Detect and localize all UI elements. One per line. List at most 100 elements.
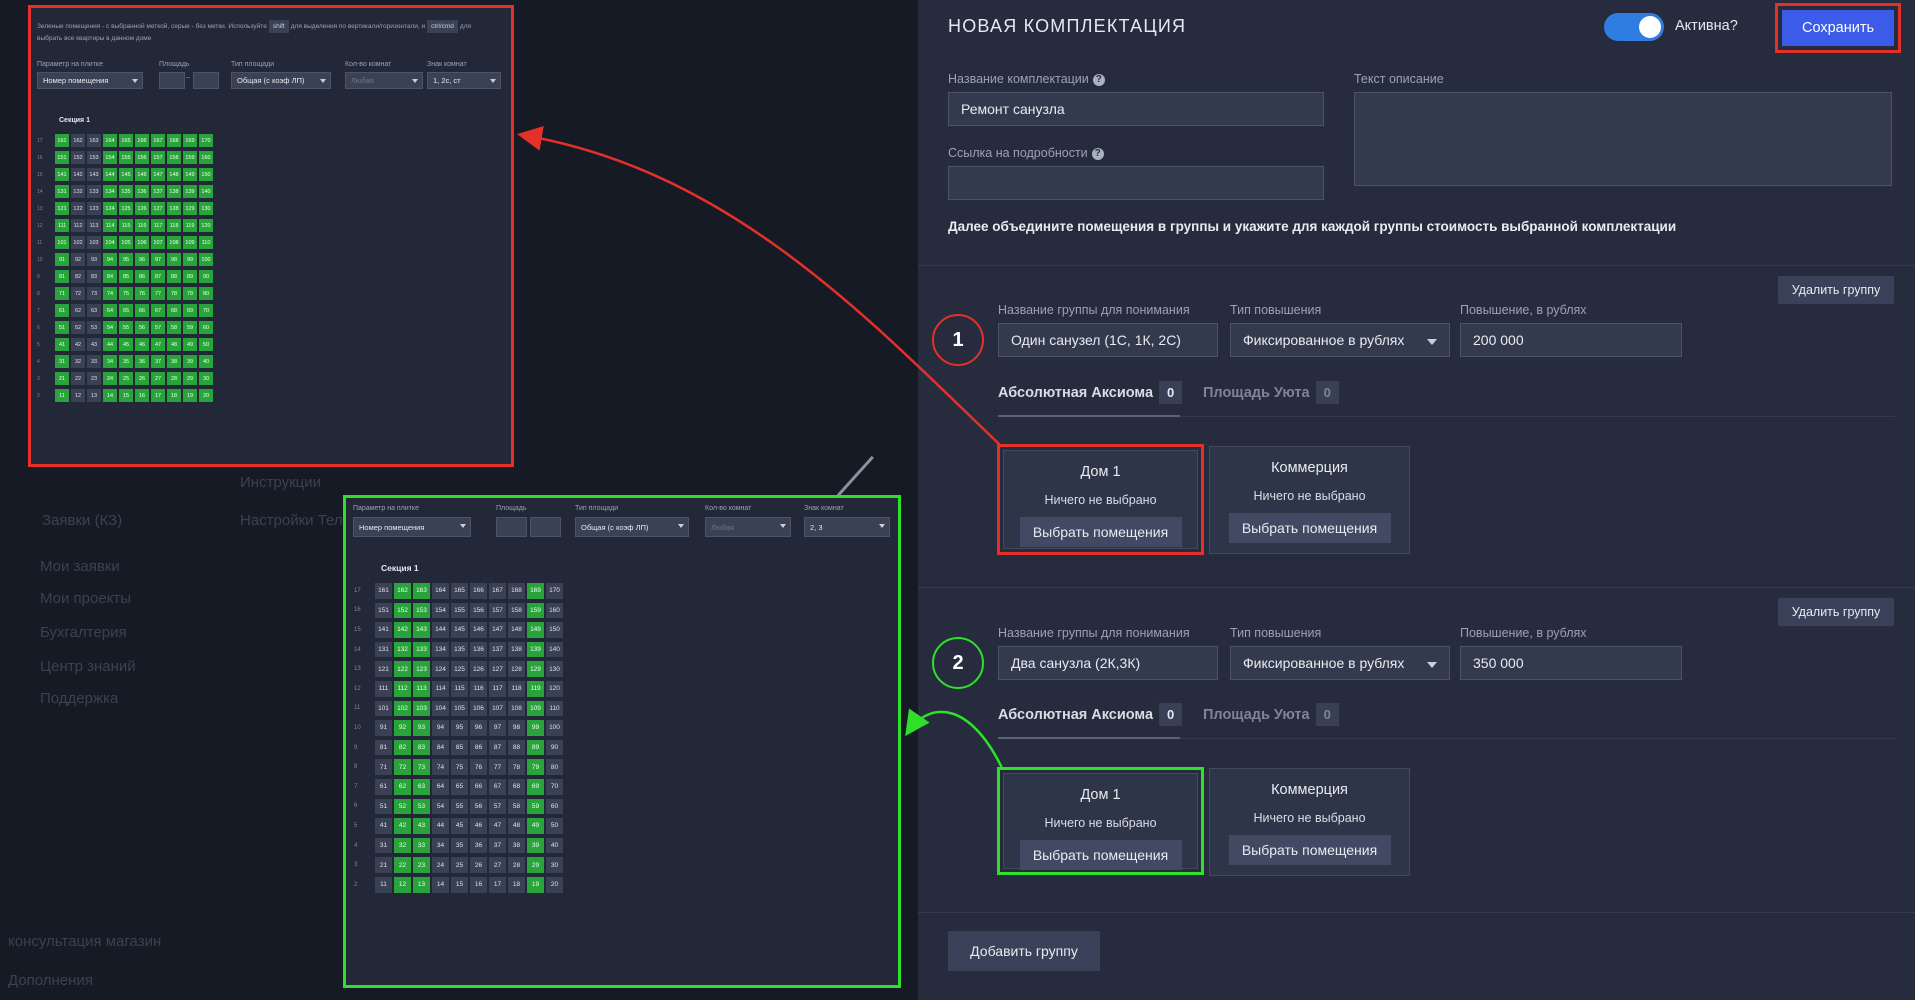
apartment-cell[interactable]: 54 [432,798,449,815]
apartment-cell[interactable]: 34 [432,837,449,854]
add-group-button[interactable]: Добавить группу [948,931,1100,971]
apartment-cell[interactable]: 113 [87,219,101,232]
apartment-cell[interactable]: 27 [151,372,165,385]
apartment-cell[interactable]: 127 [489,661,506,677]
apartment-cell[interactable]: 62 [71,304,85,317]
area-to-input[interactable] [193,72,219,89]
area-type-select[interactable]: Общая (с коэф ЛП) [575,517,689,537]
apartment-cell[interactable]: 17 [489,877,506,893]
apartment-cell[interactable]: 121 [375,661,392,677]
apartment-cell[interactable]: 135 [451,641,468,658]
link-input[interactable] [948,166,1324,200]
apartment-cell[interactable]: 120 [546,681,563,697]
apartment-cell[interactable]: 116 [135,219,149,232]
apartment-cell[interactable]: 65 [451,779,468,795]
apartment-cell[interactable]: 119 [527,681,544,697]
apartment-cell[interactable]: 36 [470,837,487,854]
apartment-cell[interactable]: 87 [489,739,506,756]
apartment-cell[interactable]: 156 [470,602,487,619]
apartment-cell[interactable]: 157 [151,151,165,164]
apartment-cell[interactable]: 62 [394,779,411,795]
apartment-cell[interactable]: 42 [71,338,85,351]
apartment-cell[interactable]: 153 [87,151,101,164]
apartment-cell[interactable]: 57 [489,798,506,815]
apartment-cell[interactable]: 166 [470,583,487,599]
apartment-cell[interactable]: 60 [199,321,213,334]
apartment-cell[interactable]: 150 [199,168,213,181]
apartment-cell[interactable]: 43 [87,338,101,351]
apartment-cell[interactable]: 123 [87,202,101,215]
apartment-cell[interactable]: 32 [71,355,85,368]
rooms-select[interactable]: Любая [705,517,791,537]
apartment-cell[interactable]: 35 [451,837,468,854]
apartment-cell[interactable]: 55 [119,321,133,334]
apartment-cell[interactable]: 25 [119,372,133,385]
apartment-cell[interactable]: 146 [135,168,149,181]
apartment-cell[interactable]: 43 [413,818,430,834]
apartment-cell[interactable]: 39 [527,837,544,854]
apartment-cell[interactable]: 14 [432,877,449,893]
apartment-cell[interactable]: 105 [451,700,468,717]
apartment-cell[interactable]: 44 [103,338,117,351]
apartment-cell[interactable]: 23 [413,857,430,873]
apartment-cell[interactable]: 122 [71,202,85,215]
apartment-cell[interactable]: 72 [71,287,85,300]
apartment-cell[interactable]: 105 [119,236,133,249]
apartment-cell[interactable]: 97 [151,253,165,266]
apartment-cell[interactable]: 165 [119,134,133,147]
apartment-cell[interactable]: 56 [135,321,149,334]
apartment-cell[interactable]: 65 [119,304,133,317]
apartment-cell[interactable]: 41 [55,338,69,351]
apartment-cell[interactable]: 106 [470,700,487,717]
apartment-cell[interactable]: 139 [527,641,544,658]
apartment-cell[interactable]: 99 [527,720,544,736]
apartment-cell[interactable]: 74 [432,759,449,775]
apartment-cell[interactable]: 102 [71,236,85,249]
apartment-cell[interactable]: 19 [527,877,544,893]
apartment-cell[interactable]: 76 [135,287,149,300]
apartment-cell[interactable]: 47 [489,818,506,834]
apartment-cell[interactable]: 68 [508,779,525,795]
apartment-cell[interactable]: 30 [546,857,563,873]
group-name-input[interactable]: Два санузла (2К,3К) [998,646,1218,680]
apartment-cell[interactable]: 81 [55,270,69,283]
delete-group-button[interactable]: Удалить группу [1778,276,1894,304]
apartment-cell[interactable]: 106 [135,236,149,249]
apartment-cell[interactable]: 13 [87,389,101,402]
apartment-cell[interactable]: 144 [432,622,449,638]
apartment-cell[interactable]: 104 [432,700,449,717]
apartment-cell[interactable]: 157 [489,602,506,619]
apartment-cell[interactable]: 37 [489,837,506,854]
apartment-cell[interactable]: 77 [489,759,506,775]
apartment-cell[interactable]: 170 [546,583,563,599]
apartment-cell[interactable]: 79 [183,287,197,300]
apartment-cell[interactable]: 132 [71,185,85,198]
param-select[interactable]: Номер помещения [37,72,143,89]
apartment-cell[interactable]: 166 [135,134,149,147]
apartment-cell[interactable]: 109 [527,700,544,717]
apartment-cell[interactable]: 97 [489,720,506,736]
apartment-cell[interactable]: 59 [183,321,197,334]
apartment-cell[interactable]: 150 [546,622,563,638]
apartment-cell[interactable]: 91 [375,720,392,736]
apartment-cell[interactable]: 38 [167,355,181,368]
apartment-cell[interactable]: 59 [527,798,544,815]
apartment-cell[interactable]: 94 [432,720,449,736]
apartment-cell[interactable]: 110 [546,700,563,717]
apartment-cell[interactable]: 162 [71,134,85,147]
apartment-cell[interactable]: 84 [103,270,117,283]
apartment-cell[interactable]: 22 [394,857,411,873]
apartment-cell[interactable]: 95 [119,253,133,266]
apartment-cell[interactable]: 155 [119,151,133,164]
apartment-cell[interactable]: 123 [413,661,430,677]
apartment-cell[interactable]: 75 [451,759,468,775]
apartment-cell[interactable]: 124 [432,661,449,677]
apartment-cell[interactable]: 33 [413,837,430,854]
apartment-cell[interactable]: 160 [199,151,213,164]
apartment-cell[interactable]: 78 [167,287,181,300]
apartment-cell[interactable]: 132 [394,641,411,658]
apartment-cell[interactable]: 101 [375,700,392,717]
apartment-cell[interactable]: 126 [470,661,487,677]
apartment-cell[interactable]: 37 [151,355,165,368]
apartment-cell[interactable]: 120 [199,219,213,232]
